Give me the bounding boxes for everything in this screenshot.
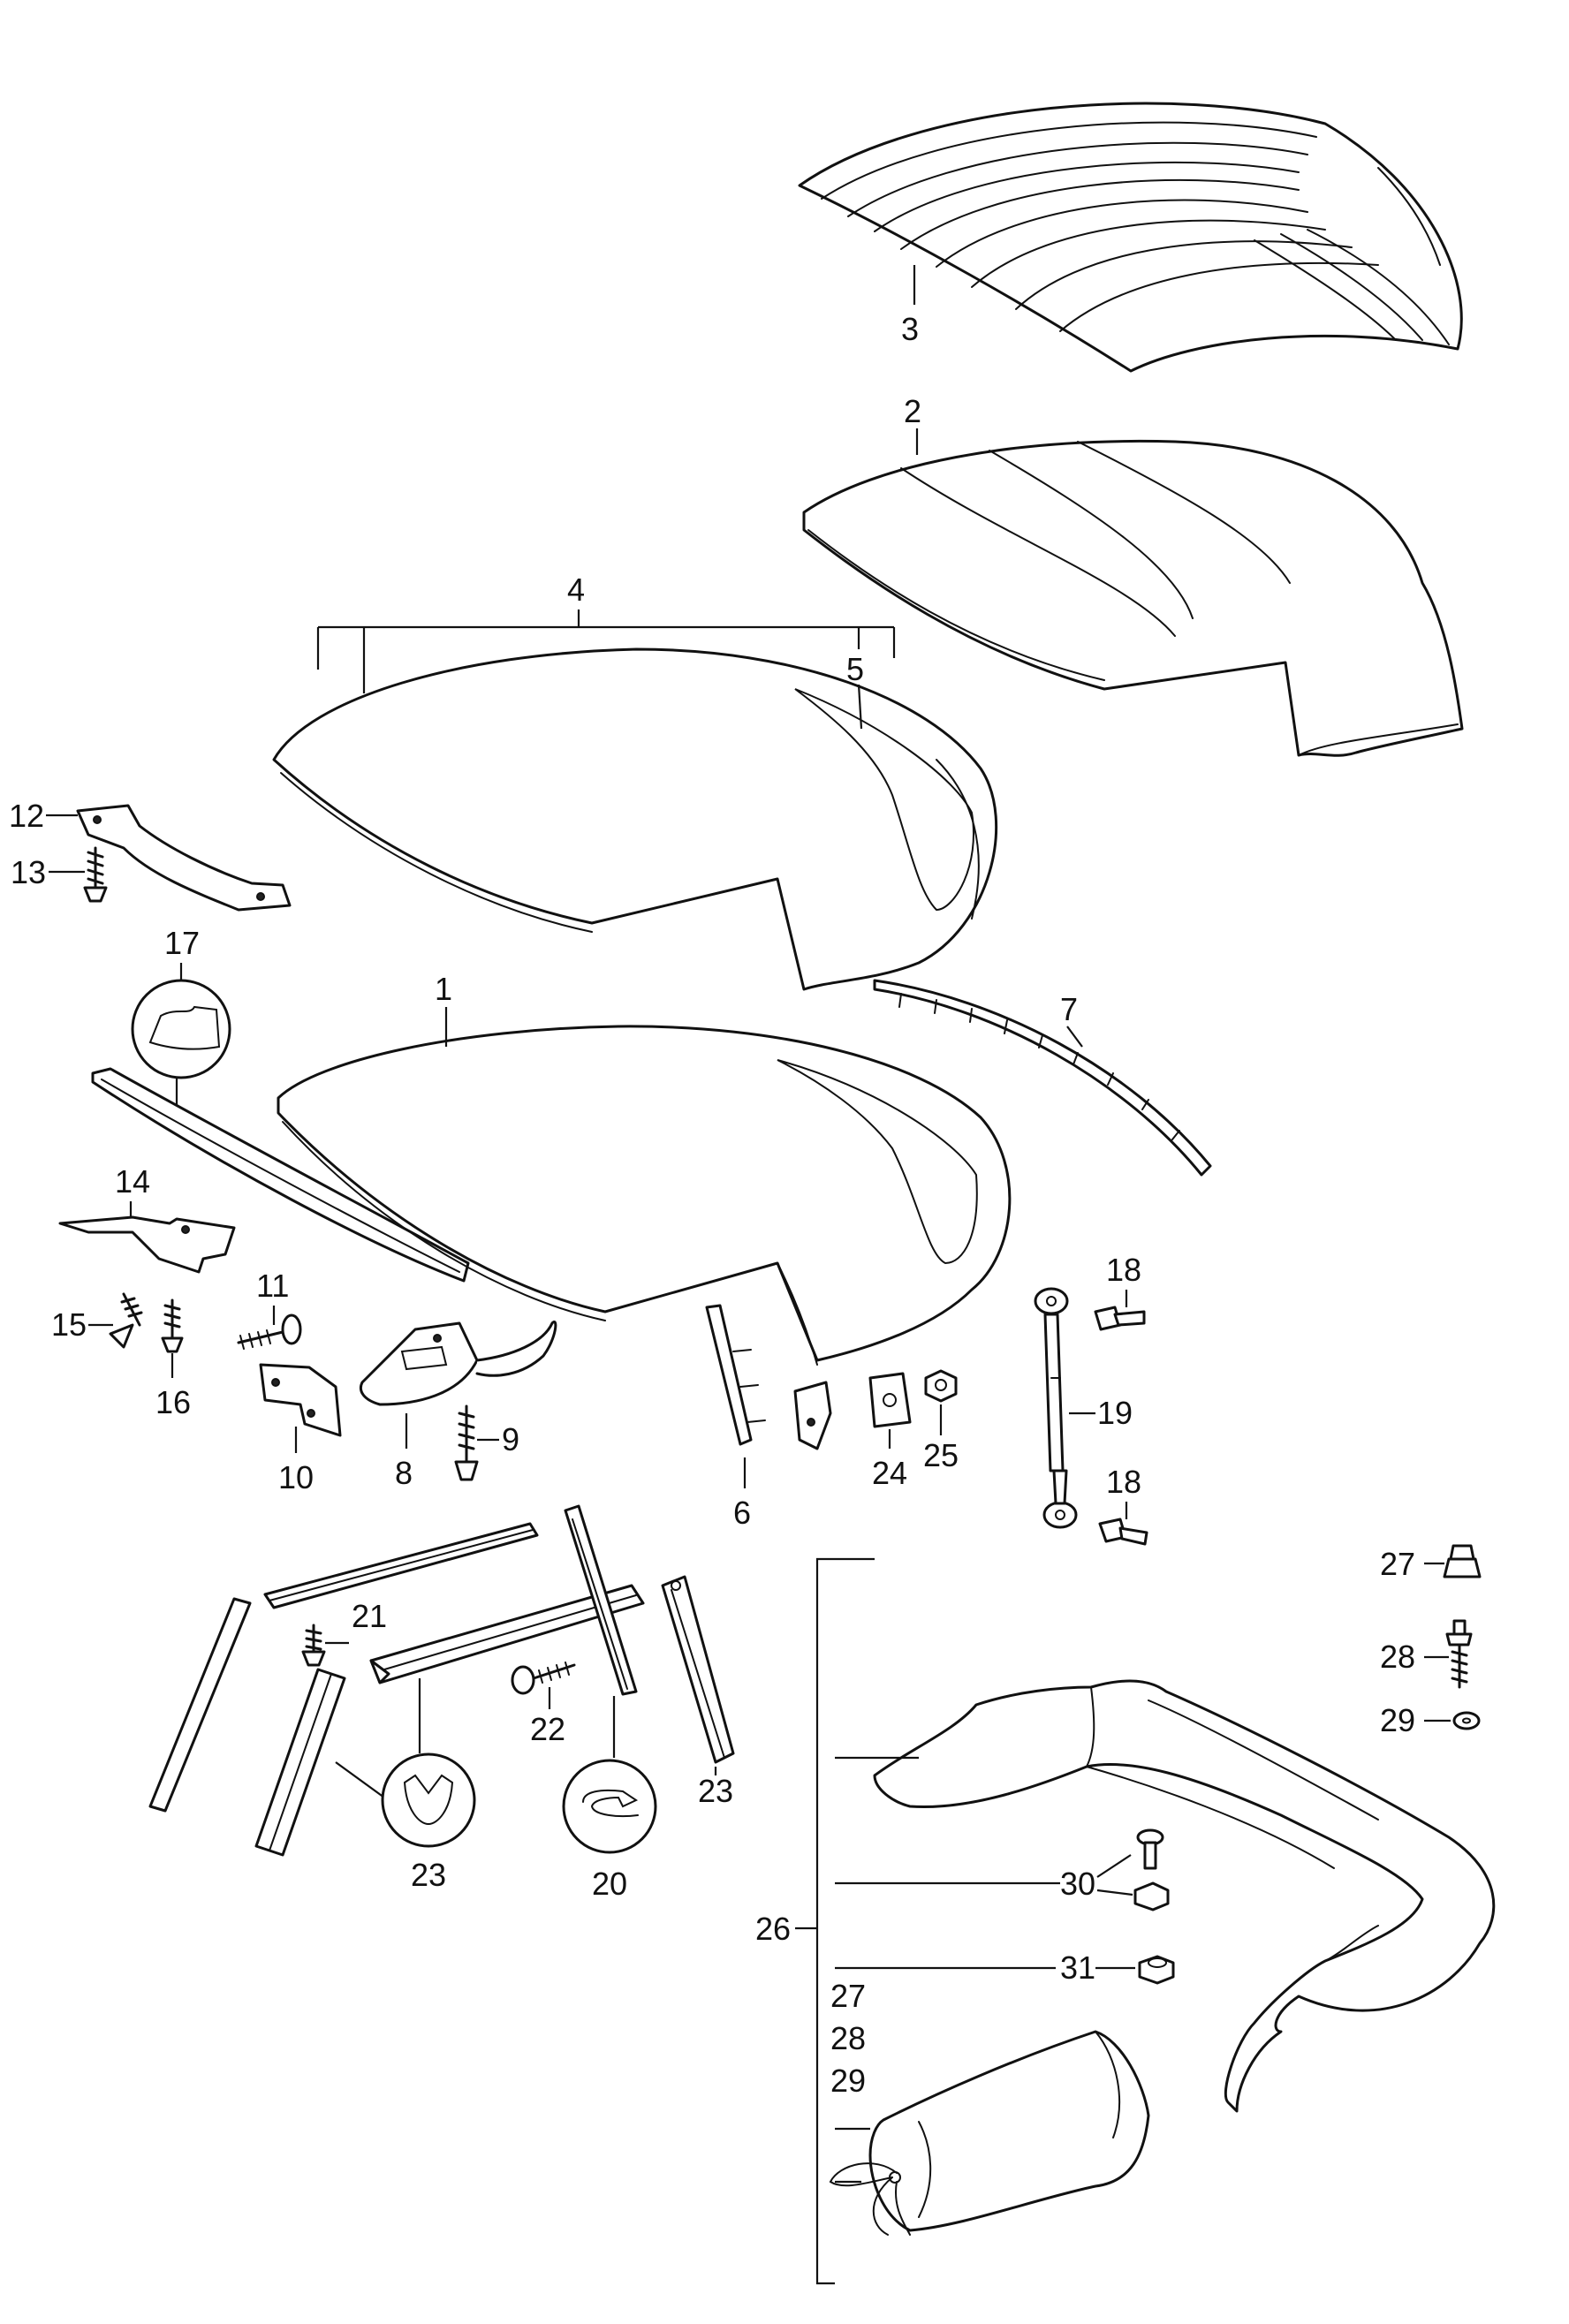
label-5: 5 — [846, 651, 864, 687]
part-13-screw — [83, 846, 108, 903]
part-23-seal-strip-diagonal — [254, 1668, 346, 1857]
part-3-roof-liner — [798, 102, 1463, 373]
label-19: 19 — [1097, 1395, 1133, 1431]
part-31-nut — [1138, 1955, 1175, 1985]
leader-23-left-a — [335, 1761, 385, 1798]
label-1: 1 — [435, 971, 452, 1007]
part-9-screw — [454, 1404, 479, 1481]
part-4-roof-panel — [272, 647, 998, 991]
label-25: 25 — [923, 1437, 959, 1473]
label-9: 9 — [502, 1421, 519, 1457]
label-12: 12 — [9, 798, 44, 834]
label-31: 31 — [1060, 1949, 1095, 1986]
part-20-profile-detail — [562, 1759, 657, 1854]
leader-7 — [1066, 1026, 1083, 1048]
label-30: 30 — [1060, 1866, 1095, 1902]
label-29-included: 29 — [830, 2063, 866, 2099]
part-6-side-strip — [705, 1304, 832, 1450]
label-13: 13 — [11, 854, 46, 890]
label-20: 20 — [592, 1866, 627, 1902]
label-22: 22 — [530, 1711, 565, 1747]
part-1-roof-panel — [277, 1025, 1012, 1366]
part-11-bolt — [237, 1313, 302, 1350]
part-18-ball-stud-lower — [1098, 1518, 1148, 1546]
part-24-washer-plate — [868, 1372, 912, 1428]
label-15: 15 — [51, 1306, 87, 1343]
label-2: 2 — [904, 393, 921, 429]
part-30-screw-and-nut — [1133, 1828, 1170, 1911]
part-7-seal-strip — [873, 979, 1212, 1177]
part-21-seal-strip-upper — [263, 1522, 539, 1609]
part-26-top-cover-bag — [873, 1679, 1496, 2113]
part-15-screw — [109, 1292, 143, 1349]
label-8: 8 — [395, 1455, 413, 1491]
label-18-lower: 18 — [1106, 1464, 1141, 1500]
part-23-seal-strip-right — [661, 1575, 735, 1764]
leader-30-lower — [1096, 1889, 1133, 1896]
label-16: 16 — [155, 1384, 191, 1420]
part-19-gas-strut — [1034, 1287, 1078, 1529]
label-21: 21 — [352, 1598, 387, 1634]
label-6: 6 — [733, 1495, 751, 1531]
part-18-ball-stud-upper — [1094, 1306, 1146, 1331]
label-27-included: 27 — [830, 1978, 866, 2014]
part-22-screw — [511, 1662, 576, 1695]
part-seal-strip-channel — [369, 1584, 645, 1684]
label-4: 4 — [567, 572, 585, 608]
label-14: 14 — [115, 1163, 150, 1200]
label-3: 3 — [901, 311, 919, 347]
label-26: 26 — [755, 1911, 791, 1947]
part-20-seal-strip-vertical — [564, 1504, 638, 1696]
label-27: 27 — [1380, 1546, 1415, 1582]
part-2-hardtop-shell — [802, 440, 1464, 757]
part-26-storage-bag — [829, 2030, 1150, 2236]
part-12-bracket-strap — [76, 804, 292, 912]
label-24: 24 — [872, 1455, 907, 1491]
part-27-cap — [1443, 1544, 1482, 1578]
part-29-washer — [1452, 1711, 1481, 1730]
part-14-bracket-plate — [58, 1215, 236, 1274]
label-28-included: 28 — [830, 2020, 866, 2056]
part-16-screw — [161, 1298, 184, 1353]
part-17-seal-strip — [91, 1067, 470, 1283]
label-28: 28 — [1380, 1639, 1415, 1675]
label-10: 10 — [278, 1459, 314, 1495]
leader-5 — [857, 684, 863, 730]
label-23-right: 23 — [698, 1773, 733, 1809]
part-21-screw — [301, 1624, 326, 1667]
label-11: 11 — [256, 1268, 289, 1304]
part-23-profile-detail — [381, 1752, 476, 1848]
leader-30-upper — [1096, 1854, 1132, 1878]
label-17: 17 — [164, 925, 200, 961]
part-17-profile-detail — [131, 979, 231, 1079]
label-29: 29 — [1380, 1702, 1415, 1738]
part-8-latch — [359, 1320, 557, 1406]
part-28-stud — [1445, 1619, 1473, 1689]
part-10-latch-bracket — [259, 1363, 342, 1437]
label-7: 7 — [1060, 991, 1078, 1027]
part-seal-strip-left — [148, 1597, 252, 1813]
label-18-upper: 18 — [1106, 1252, 1141, 1288]
bracket-26 — [815, 1557, 875, 2285]
label-23-left: 23 — [411, 1857, 446, 1893]
part-25-nut — [924, 1369, 958, 1403]
